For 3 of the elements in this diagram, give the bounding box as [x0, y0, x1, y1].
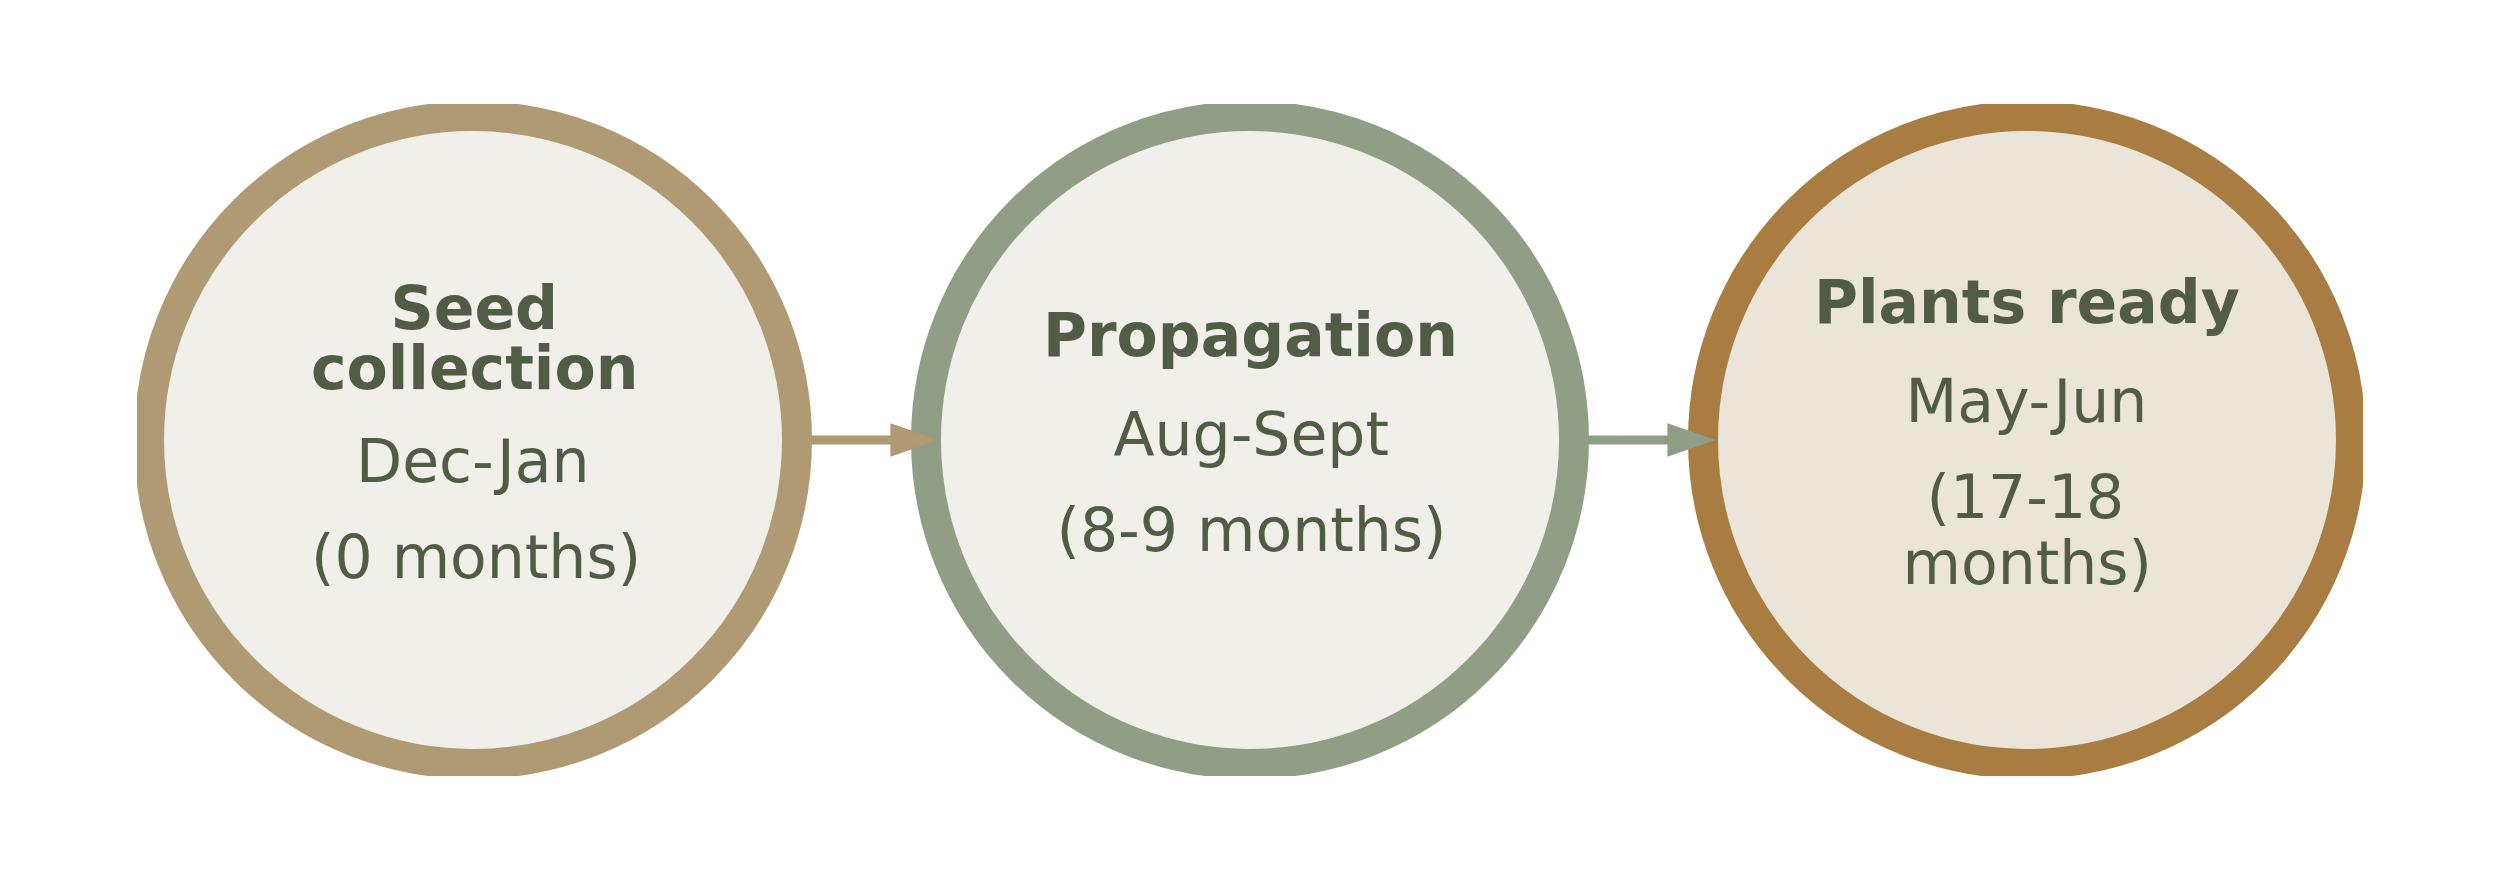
node-circle: Seed collection Dec-Jan (0 months) — [137, 103, 812, 776]
node-circle: Propagation Aug-Sept (8-9 months) — [911, 103, 1589, 776]
node-circle: Plants ready May-Jun (17-18 months) — [1688, 103, 2363, 776]
